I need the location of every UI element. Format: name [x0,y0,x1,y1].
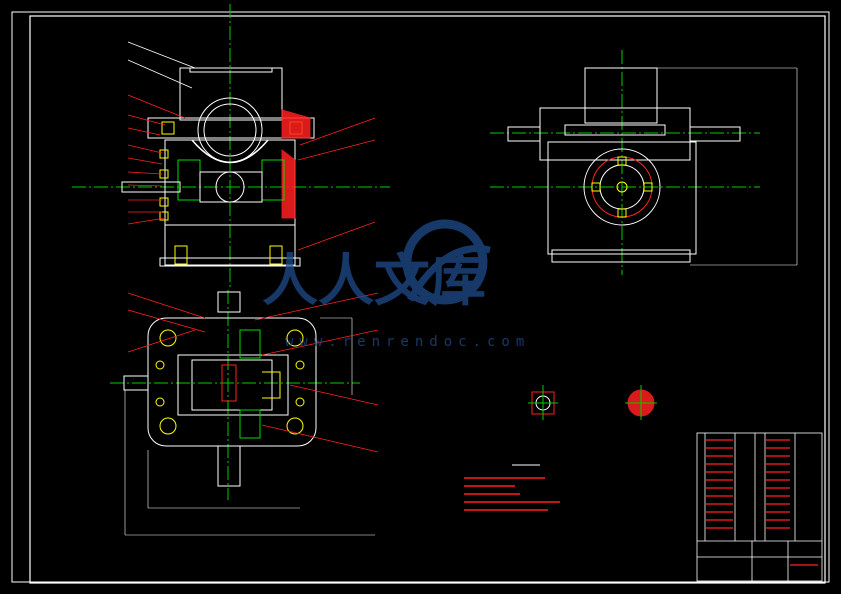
watermark-text: 人人文库 [262,249,486,314]
front-view-leaders [127,41,376,251]
title-block-rows [706,439,818,566]
technical-notes [464,464,560,511]
renrendoc-logo-icon [402,219,491,305]
top-view-leaders [127,292,379,453]
watermark-url: www.renrendoc.com [285,334,530,350]
top-view [110,290,375,536]
title-block-table [696,432,823,582]
section-details [528,385,657,420]
outer-border [11,11,830,583]
inner-border [29,15,826,584]
front-view [72,4,390,290]
side-view [490,50,798,275]
watermark: 人人文库 www.renrendoc.com [262,219,530,350]
